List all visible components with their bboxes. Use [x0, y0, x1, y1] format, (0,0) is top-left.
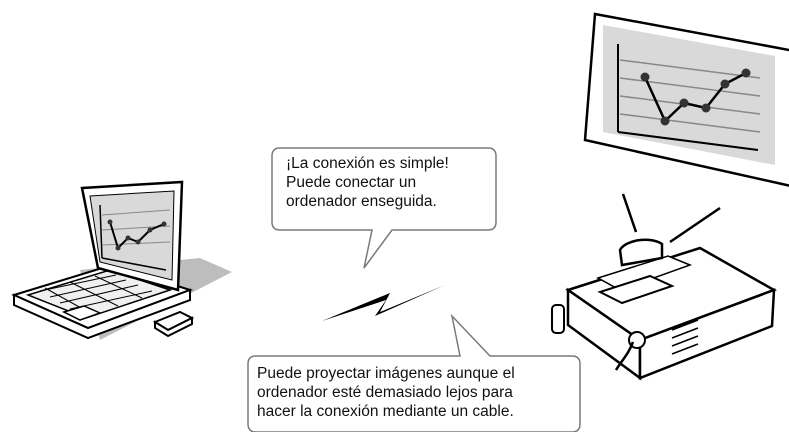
top-bubble-line-2: Puede conectar un — [286, 174, 417, 191]
speech-bubble-top — [271, 147, 497, 269]
bottom-bubble-line-3: hacer la conexión mediante un cable. — [257, 403, 514, 420]
bottom-bubble-text: Puede proyectar imágenes aunque el orden… — [257, 364, 515, 421]
top-bubble-text: ¡La conexión es simple! Puede conectar u… — [286, 154, 449, 211]
projector-icon — [551, 193, 777, 381]
top-bubble-line-1: ¡La conexión es simple! — [286, 155, 449, 172]
wireless-lightning-icon — [322, 285, 445, 321]
top-bubble-line-3: ordenador enseguida. — [286, 193, 437, 210]
bottom-bubble-line-2: ordenador esté demasiado lejos para — [257, 384, 513, 401]
laptop-icon — [11, 180, 232, 340]
projection-screen-icon — [583, 12, 789, 187]
bottom-bubble-line-1: Puede proyectar imágenes aunque el — [257, 365, 515, 382]
